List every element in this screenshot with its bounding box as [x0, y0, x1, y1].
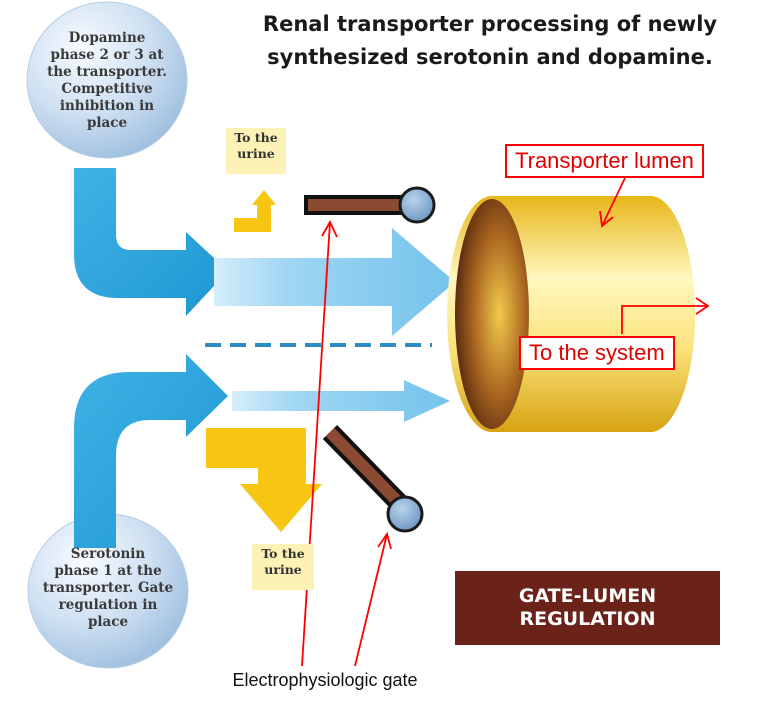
dopamine-line: Dopamine	[68, 30, 146, 46]
bottom-electrophysiologic-gate	[322, 425, 424, 533]
regulation-line-2: REGULATION	[519, 608, 656, 630]
dopamine-line: the transporter.	[47, 64, 167, 80]
bottom-urine-note: To the urine	[252, 544, 314, 590]
top-urine-note: To the urine	[226, 128, 286, 174]
dopamine-bubble	[26, 1, 188, 159]
system-pointer-arrow	[621, 297, 710, 334]
urine-note-line: To the	[261, 546, 305, 561]
dopamine-line: place	[86, 115, 128, 131]
serotonin-line: transporter. Gate	[42, 580, 174, 596]
dopamine-line: Competitive	[61, 81, 153, 97]
electrophysiologic-gate-label: Electrophysiologic gate	[232, 670, 418, 690]
serotonin-line: Serotonin	[70, 546, 146, 562]
dopamine-line: inhibition in	[59, 98, 155, 114]
dopamine-bubble-text: Dopamine phase 2 or 3 at the transporter…	[37, 30, 177, 132]
transporter-lumen-label: Transporter lumen	[505, 144, 704, 178]
serotonin-line: place	[87, 614, 129, 630]
title-line-1: Renal transporter processing of newly	[262, 12, 718, 36]
dopamine-line: phase 2 or 3 at	[50, 47, 164, 63]
serotonin-bubble-text: Serotonin phase 1 at the transporter. Ga…	[33, 546, 183, 631]
serotonin-line: phase 1 at the	[54, 563, 162, 579]
lumen-pointer-arrow	[599, 177, 626, 228]
regulation-line-1: GATE-LUMEN	[518, 585, 657, 607]
urine-note-line: urine	[264, 562, 302, 577]
title-line-2: synthesized serotonin and dopamine.	[267, 45, 713, 69]
serotonin-blue-arrow	[74, 354, 228, 548]
dopamine-flow-arrow	[214, 228, 455, 336]
dopamine-blue-arrow	[74, 168, 228, 316]
bottom-urine-yellow-arrow	[206, 428, 322, 532]
to-the-system-label: To the system	[519, 336, 675, 370]
diagram-title: Renal transporter processing of newly sy…	[225, 8, 755, 74]
urine-note-line: urine	[237, 146, 275, 161]
urine-note-line: To the	[234, 130, 278, 145]
serotonin-flow-arrow	[232, 380, 450, 422]
transporter-lumen-cylinder	[447, 196, 695, 432]
top-electrophysiologic-gate	[304, 186, 436, 224]
gate-pointer-lines	[301, 220, 392, 667]
gate-lumen-regulation-box: GATE-LUMEN REGULATION	[455, 571, 720, 645]
serotonin-line: regulation in	[58, 597, 158, 613]
top-urine-yellow-arrow	[234, 190, 276, 232]
